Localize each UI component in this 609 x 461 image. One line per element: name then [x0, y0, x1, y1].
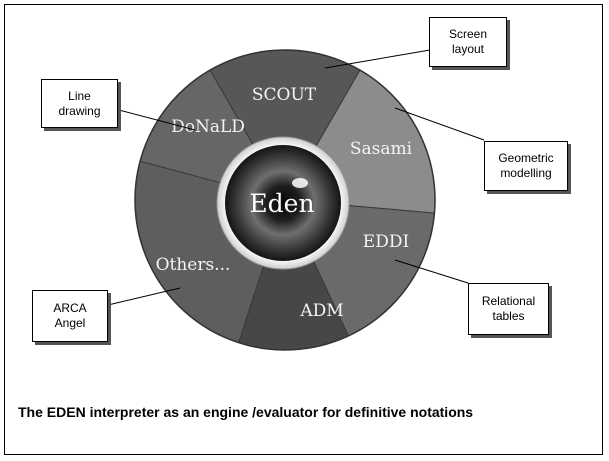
label-scout: SCOUT	[252, 85, 317, 105]
callout-relational-tables: Relational tables	[468, 283, 549, 335]
diagram-caption: The EDEN interpreter as an engine /evalu…	[18, 404, 474, 420]
connector-screen-layout	[324, 49, 431, 69]
callout-arca-angel-line2: Angel	[54, 316, 86, 330]
label-others: Others...	[156, 255, 231, 275]
label-eddi: EDDI	[363, 232, 409, 252]
callout-screen-layout-line2: layout	[451, 42, 485, 56]
label-donald: DoNaLD	[171, 117, 245, 137]
connector-relational-tables	[394, 259, 469, 284]
callout-relational-tables-line2: tables	[492, 309, 525, 323]
callout-arca-angel: ARCA Angel	[32, 290, 108, 342]
eye-highlight	[292, 178, 308, 188]
callout-line-drawing: Line drawing	[41, 79, 118, 128]
center-label: Eden	[249, 189, 314, 218]
eye-icon	[225, 145, 341, 261]
callout-line-drawing-line1: Line	[68, 88, 91, 103]
callout-line-drawing-line2: drawing	[58, 103, 101, 118]
connector-geometric-modelling	[394, 107, 485, 141]
callout-geometric-modelling-line2: modelling	[500, 166, 552, 180]
callout-arca-angel-line1: ARCA	[53, 301, 87, 315]
callout-screen-layout-line1: Screen	[448, 27, 488, 41]
wheel-outline	[134, 49, 436, 351]
connector-arca-angel	[107, 287, 181, 306]
callout-screen-layout: Screen layout	[429, 17, 507, 67]
callout-geometric-modelling-line1: Geometric	[498, 151, 554, 165]
label-sasami: Sasami	[350, 139, 413, 159]
label-adm: ADM	[299, 301, 343, 321]
callout-relational-tables-line1: Relational	[481, 294, 536, 308]
callout-geometric-modelling: Geometric modelling	[484, 141, 568, 191]
